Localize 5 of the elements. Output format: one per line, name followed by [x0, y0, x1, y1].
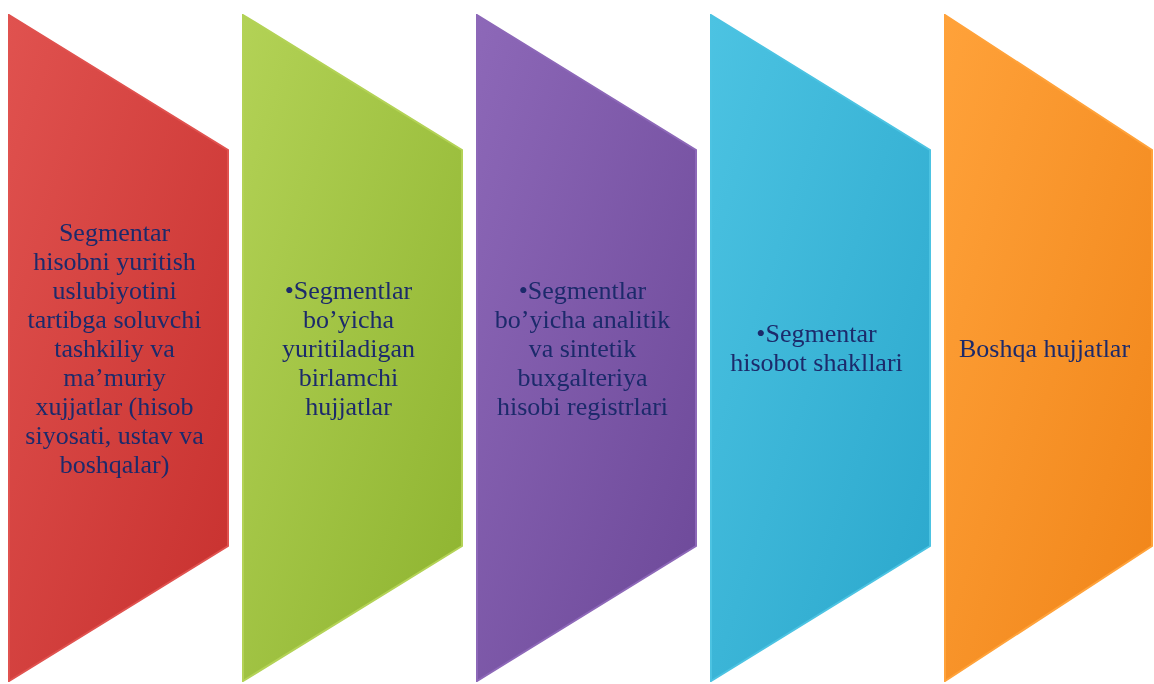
node-text: •Segmentlar bo’yicha yuritiladigan birlamchi hujjatlar [281, 275, 416, 421]
node-text: •Segmentar hisobot shakllari [729, 319, 904, 377]
node-text: Segmentar hisobni yuritish uslubiyotini tartibga soluvchi tashkiliy va ma’muriy xujjatlar (hisob siyosati, ustav va boshqalar) [24, 217, 205, 479]
node-text: •Segmentlar bo’yicha analitik va sintetik buxgalteriya hisobi registrlari [493, 275, 672, 421]
node-text: Boshqa hujjatlar [958, 333, 1131, 363]
